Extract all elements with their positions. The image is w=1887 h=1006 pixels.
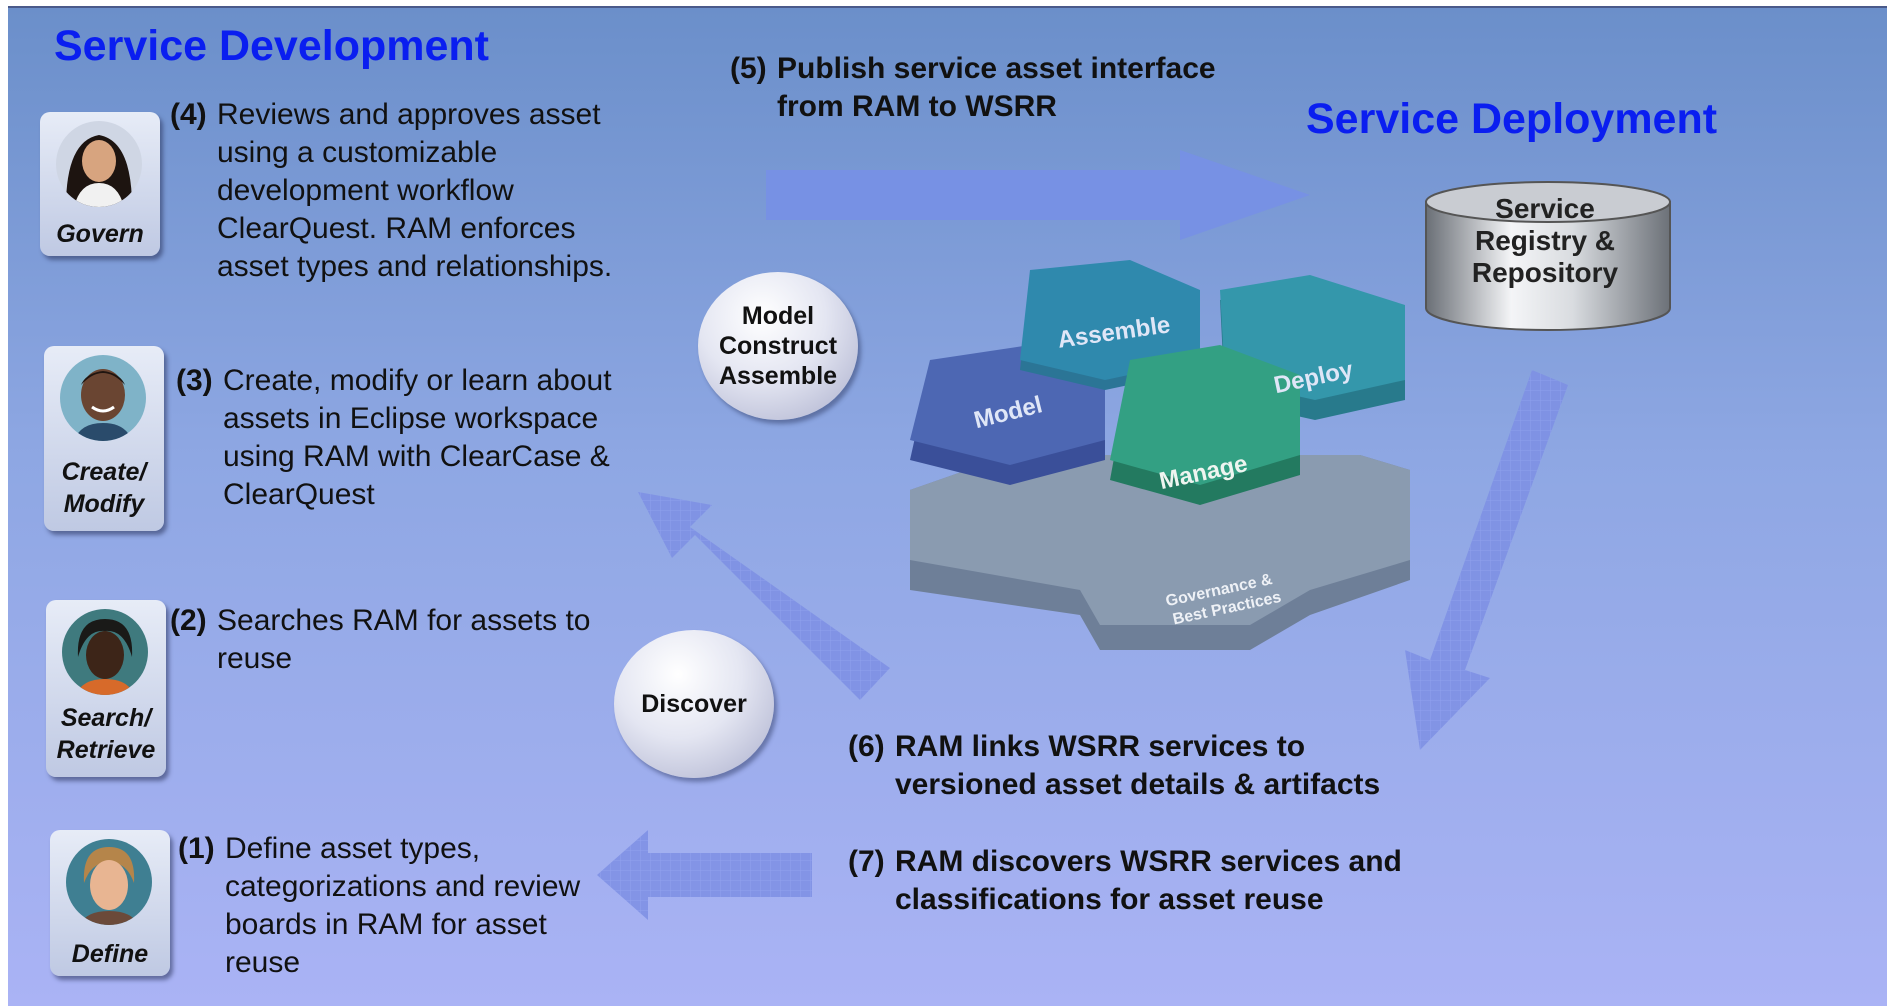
step-3-number: (3) bbox=[176, 364, 213, 397]
role-card-create-modify: Create/Modify bbox=[44, 346, 164, 531]
step-5: (5) Publish service asset interface from… bbox=[730, 50, 1290, 126]
repository-cylinder bbox=[1425, 181, 1671, 331]
step-2-text: Searches RAM for assets to reuse bbox=[217, 604, 591, 675]
step-6-text: RAM links WSRR services to versioned ass… bbox=[895, 730, 1381, 801]
repository-down-arrow bbox=[1405, 370, 1568, 750]
bubble-line-construct: Construct bbox=[718, 332, 838, 360]
step-6: (6) RAM links WSRR services to versioned… bbox=[848, 728, 1448, 804]
role-card-govern: Govern bbox=[40, 112, 160, 256]
step-3: (3) Create, modify or learn about assets… bbox=[176, 362, 666, 514]
step-2-number: (2) bbox=[170, 604, 207, 637]
bubble-discover-label: Discover bbox=[641, 690, 747, 718]
step-6-number: (6) bbox=[848, 730, 885, 763]
heading-service-development: Service Development bbox=[54, 22, 489, 70]
role-label-define: Define bbox=[71, 940, 149, 968]
step-4-text: Reviews and approves asset using a custo… bbox=[217, 98, 613, 283]
lifecycle-hexagons: Model Assemble Deploy Manage Governance … bbox=[910, 260, 1410, 650]
role-card-define: Define bbox=[50, 830, 170, 976]
create-modify-avatar bbox=[60, 355, 146, 441]
person-icon bbox=[62, 609, 148, 695]
step-2: (2) Searches RAM for assets to reuse bbox=[170, 602, 610, 678]
step-5-text: Publish service asset interface from RAM… bbox=[777, 52, 1216, 123]
step-3-text: Create, modify or learn about assets in … bbox=[223, 364, 612, 511]
step-1-text: Define asset types, categorizations and … bbox=[225, 832, 581, 979]
repository-label: Service Registry & Repository bbox=[1430, 193, 1660, 289]
person-icon bbox=[56, 121, 142, 207]
step-1-number: (1) bbox=[178, 832, 215, 865]
step-5-number: (5) bbox=[730, 52, 767, 85]
role-card-search-retrieve: Search/Retrieve bbox=[46, 600, 166, 777]
step-7-number: (7) bbox=[848, 845, 885, 878]
publish-arrow bbox=[766, 150, 1310, 240]
step-7: (7) RAM discovers WSRR services and clas… bbox=[848, 843, 1448, 919]
person-icon bbox=[60, 355, 146, 441]
repository-line-2: Registry & bbox=[1474, 225, 1616, 256]
repository-line-3: Repository bbox=[1471, 257, 1619, 288]
step-4: (4) Reviews and approves asset using a c… bbox=[170, 96, 650, 286]
step-7-text: RAM discovers WSRR services and classifi… bbox=[895, 845, 1402, 916]
discover-up-arrow bbox=[638, 492, 890, 700]
role-label-search-retrieve: Search/Retrieve bbox=[56, 704, 156, 764]
repository-line-1: Service bbox=[1495, 193, 1595, 224]
bubble-line-model: Model bbox=[741, 302, 815, 330]
define-left-arrow bbox=[597, 830, 812, 920]
search-retrieve-avatar bbox=[62, 609, 148, 695]
step-1: (1) Define asset types, categorizations … bbox=[178, 830, 618, 982]
step-4-number: (4) bbox=[170, 98, 207, 131]
bubble-discover: Discover bbox=[614, 630, 774, 778]
role-label-create-modify: Create/Modify bbox=[61, 458, 147, 518]
define-avatar bbox=[66, 839, 152, 925]
role-label-govern: Govern bbox=[56, 220, 144, 248]
person-icon bbox=[66, 839, 152, 925]
heading-service-deployment: Service Deployment bbox=[1306, 95, 1718, 143]
bubble-line-assemble: Assemble bbox=[718, 362, 838, 390]
govern-avatar bbox=[56, 121, 142, 207]
bubble-model-construct-assemble: Model Construct Assemble bbox=[698, 272, 858, 420]
